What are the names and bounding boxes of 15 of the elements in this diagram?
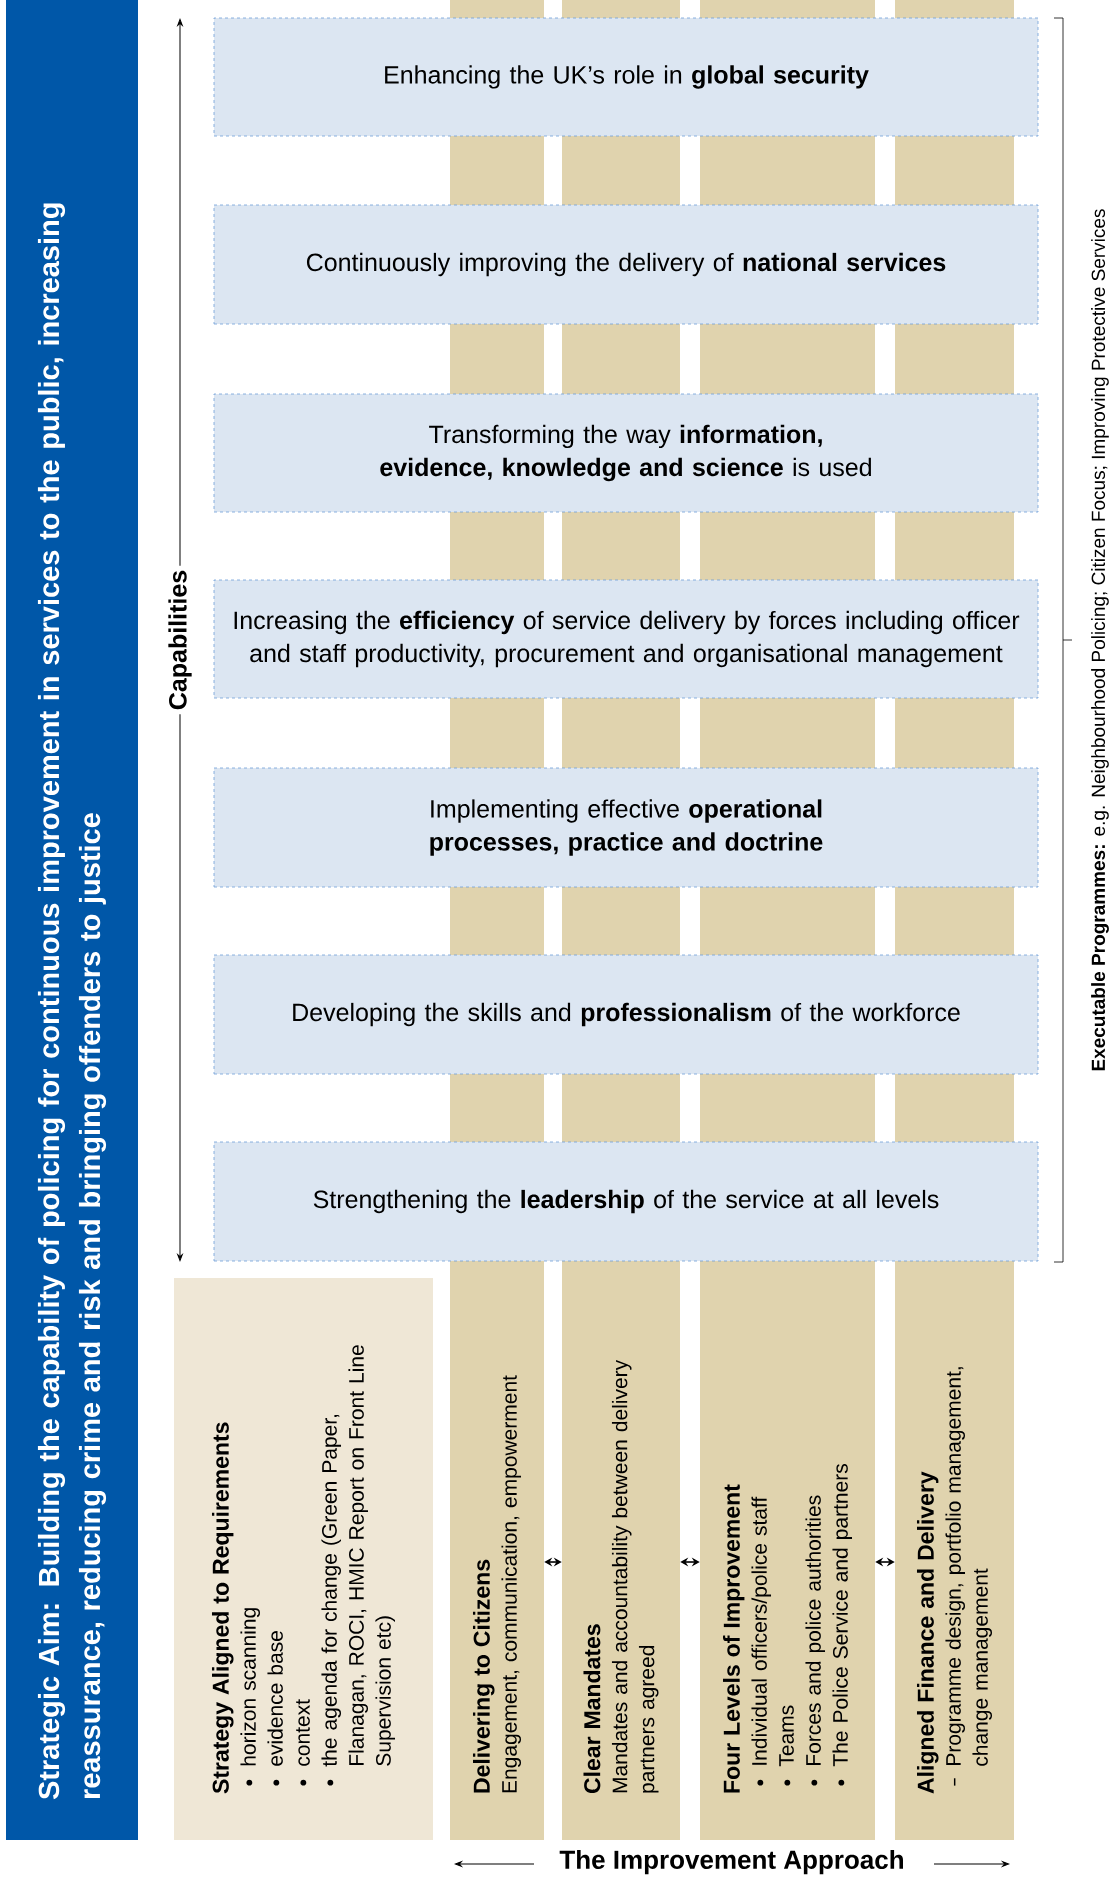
- aim-banner: Strategic Aim: Building the capability of policing for continuous improvement in services to the public, increasing reassurance, reducing crime and risk and bringing offenders to justice: [6, 0, 138, 1840]
- double-arrow: [875, 1557, 895, 1567]
- axis-label: The Improvement Approach: [559, 1849, 903, 1875]
- axis-label: Capabilities: [164, 565, 196, 715]
- capability-box: Implementing effective operational processes, practice and doctrine: [213, 767, 1039, 888]
- capability-box: Increasing the efficiency of service delivery by forces including officer and staff productivity, procurement and organisational management: [213, 579, 1039, 699]
- strategy-panel: Strategy Aligned to Requirements horizon scanning evidence base context the agenda for change (Green Paper, Flanagan, ROCI, HMIC Report on Front Line Supervision etc): [174, 1278, 433, 1840]
- capability-box: Strengthening the leadership of the service at all levels: [213, 1141, 1039, 1262]
- capability-box: Transforming the way information, evidence, knowledge and science is used: [213, 393, 1039, 513]
- capability-box: Developing the skills and professionalism of the workforce: [213, 954, 1039, 1075]
- side-note: Executable Programmes: e.g. Neighbourhood Policing; Citizen Focus; Improving Protective Services: [1091, 209, 1109, 1071]
- double-arrow: [680, 1557, 700, 1567]
- double-arrow: [544, 1557, 562, 1567]
- capability-box: Enhancing the UK’s role in global security: [213, 17, 1039, 137]
- capability-box: Continuously improving the delivery of national services: [213, 204, 1039, 325]
